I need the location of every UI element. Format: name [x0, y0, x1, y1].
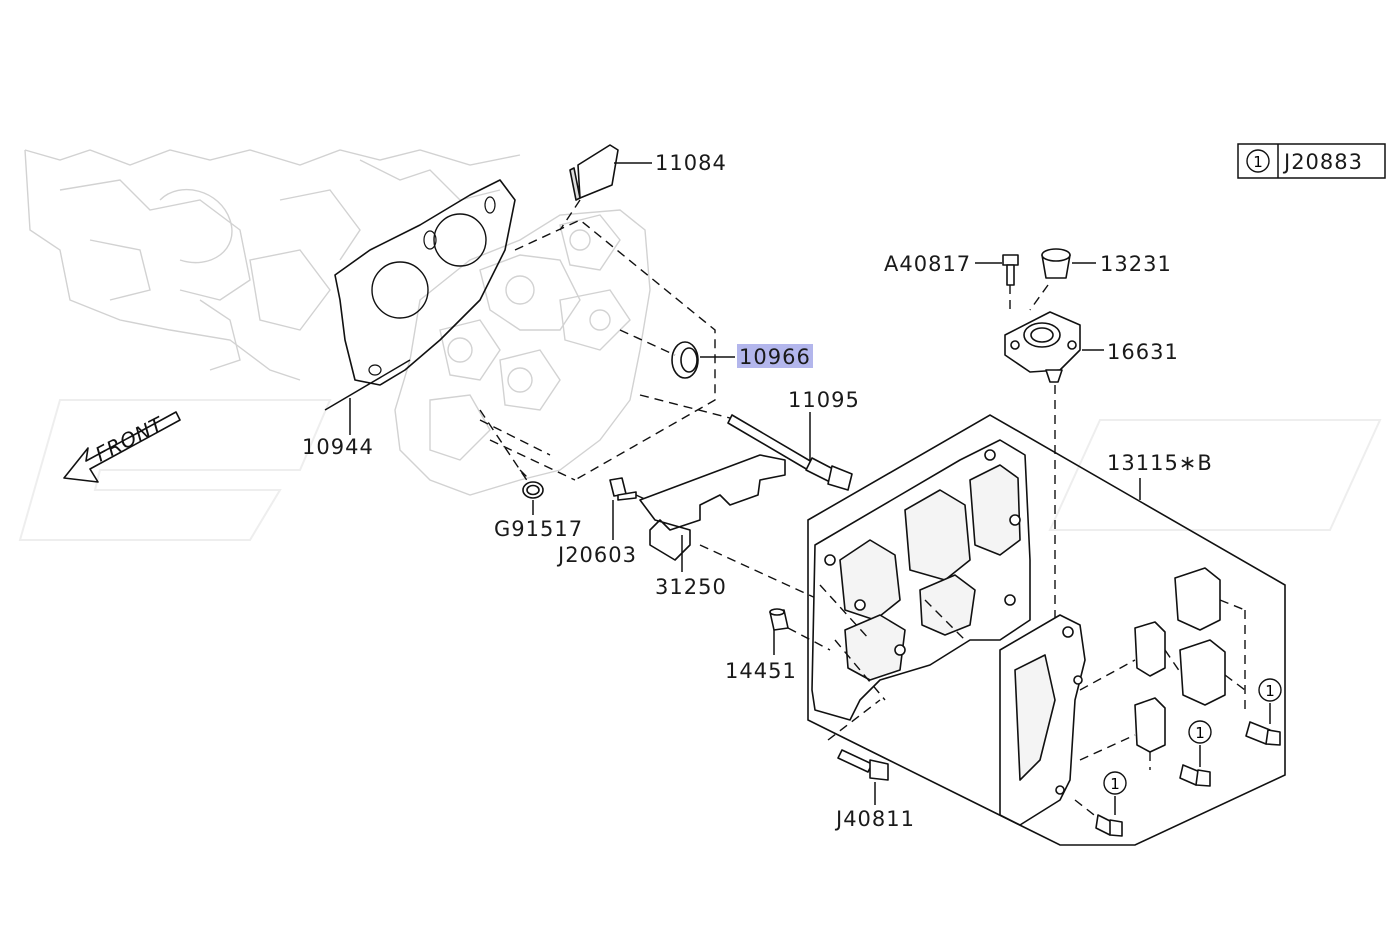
- callout-1c: 1: [1110, 775, 1120, 793]
- part-16631-shape: [1004, 311, 1081, 620]
- label-16631[interactable]: 16631: [1107, 340, 1179, 364]
- label-11095[interactable]: 11095: [788, 388, 860, 412]
- legend-part: J20883: [1282, 150, 1363, 174]
- part-10966-shape: [619, 329, 699, 379]
- callouts: 1 1 1: [1103, 678, 1282, 795]
- part-11084-shape: [559, 144, 619, 231]
- head-dashed-outline: [479, 219, 716, 481]
- part-labels: 11084 10966 11095 10944 G91517 J20603 31…: [302, 151, 1213, 831]
- label-10944[interactable]: 10944: [302, 435, 374, 459]
- cam-cap-bolts: [1074, 721, 1281, 837]
- leader-lines: [324, 162, 1271, 815]
- part-31250-shape: [639, 454, 821, 601]
- part-A40817-shape: [1002, 254, 1019, 310]
- label-14451[interactable]: 14451: [725, 659, 797, 683]
- legend-symbol: 1: [1253, 153, 1263, 171]
- cam-carrier-shape: [811, 439, 1031, 721]
- part-G91517-shape: [479, 409, 544, 499]
- label-10966[interactable]: 10966: [739, 345, 811, 369]
- part-11095-shape: [639, 394, 853, 491]
- part-13231-shape: [1029, 248, 1071, 311]
- side-cover-shape: [999, 614, 1086, 826]
- label-31250[interactable]: 31250: [655, 575, 727, 599]
- part-14451-shape: [769, 608, 831, 651]
- head-gasket: [334, 179, 516, 386]
- label-10966-highlight: [737, 344, 813, 368]
- label-11084[interactable]: 11084: [655, 151, 727, 175]
- callout-1b: 1: [1195, 724, 1205, 742]
- label-J20603[interactable]: J20603: [556, 543, 637, 567]
- front-arrow: FRONT: [63, 411, 181, 483]
- front-label: FRONT: [91, 411, 168, 466]
- engine-block-ghost: [24, 149, 651, 496]
- label-13231[interactable]: 13231: [1100, 252, 1172, 276]
- label-J40811[interactable]: J40811: [834, 807, 915, 831]
- part-13115B-frame: [807, 414, 1286, 846]
- label-A40817[interactable]: A40817: [884, 252, 971, 276]
- cam-caps-shape: [1079, 567, 1246, 770]
- label-G91517[interactable]: G91517: [494, 517, 583, 541]
- watermark: [18, 399, 1382, 541]
- legend-box: 1 J20883: [1237, 143, 1386, 179]
- part-J40811-shape: [827, 699, 889, 781]
- callout-1a: 1: [1265, 682, 1275, 700]
- label-13115B[interactable]: 13115∗B: [1107, 451, 1213, 475]
